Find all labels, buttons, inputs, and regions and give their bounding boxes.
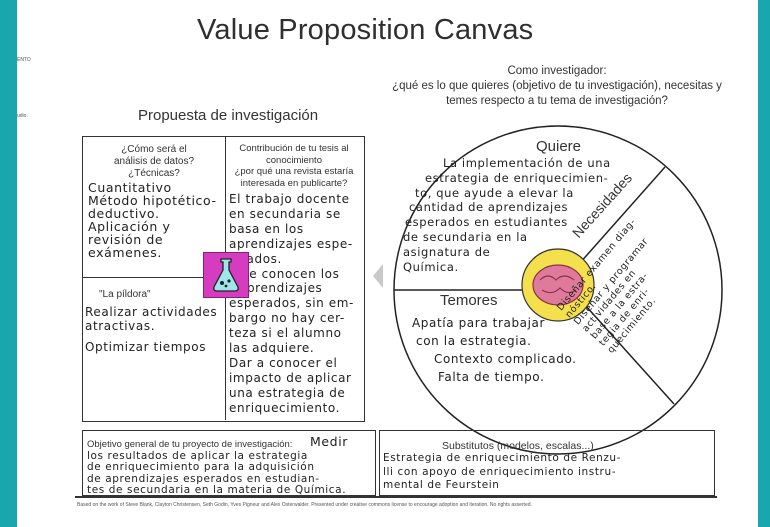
analysis-q1: ¿Cómo será el <box>121 144 187 155</box>
objective-answer-first: Medir <box>310 434 349 449</box>
temores-answer-line: con la estrategia. <box>416 334 532 348</box>
quiere-answer-line: estrategia de enriquecimien- <box>425 170 609 185</box>
analysis-answer-line: Método hipotético- <box>88 193 217 208</box>
page-title: Value Proposition Canvas <box>197 14 534 46</box>
right-heading-line2: ¿qué es lo que quieres (objetivo de tu i… <box>392 80 722 92</box>
analysis-answer-line: revisión de <box>88 232 164 247</box>
pill-answer-line: Realizar actividades <box>85 305 218 319</box>
analysis-answer-line: Aplicación y <box>88 219 171 234</box>
objective-answer-line: tes de secundaria en la materia de Quími… <box>87 483 347 496</box>
analysis-answer-line: deductivo. <box>88 206 160 221</box>
temores-answer-line: Contexto complicado. <box>434 352 577 366</box>
objective-answer-line: los resultados de aplicar la estrategia <box>87 450 308 462</box>
analysis-answer: Cuantitativo Método hipotético- deductiv… <box>88 181 217 259</box>
contribution-answer-line: en secundaria se <box>229 206 341 221</box>
flask-icon <box>203 252 249 298</box>
quiere-answer-line: cantidad de aprendizajes <box>409 200 569 215</box>
quiere-answer-line: to, que ayude a elevar la <box>415 185 574 200</box>
temores-label: Temores <box>440 292 498 309</box>
contribution-answer-line: impacto de aplicar <box>229 370 352 385</box>
analysis-q2: análisis de datos? <box>113 156 195 167</box>
objective-answer-line: de enriquecimiento para la adquisición <box>87 461 315 474</box>
analysis-answer-line: exámenes. <box>88 245 162 260</box>
substitutes-box <box>379 430 715 496</box>
footer-rule <box>75 496 717 498</box>
contribution-answer-line: aprendizajes espe- <box>229 236 353 251</box>
temores-answer-line: Falta de tiempo. <box>438 370 545 384</box>
substitutes-answer-line: Estrategia de enriquecimiento de Renzu- <box>383 452 622 464</box>
proposal-grid <box>82 136 365 422</box>
canvas-page: ENTO udio. Value Proposition Canvas Prop… <box>17 0 758 527</box>
edge-fragment-b: udio. <box>17 113 28 119</box>
quiere-answer-line: asignatura de <box>403 244 491 259</box>
substitutes-answer: Estrategia de enriquecimiento de Renzu- … <box>383 452 621 493</box>
objective-box <box>82 430 376 496</box>
contribution-q4: interesada en publicarte? <box>240 177 348 189</box>
footer-credit: Based on the work of Steve Blank, Clayto… <box>77 502 532 508</box>
substitutes-answer-line: lli con apoyo de enriquecimiento instru- <box>383 465 617 478</box>
temores-answer: Apatía para trabajar con la estrategia. … <box>412 314 577 386</box>
quiere-answer: La implementación de una estrategia de e… <box>403 156 611 274</box>
objective-label: Objetivo general de tu proyecto de inves… <box>87 439 293 450</box>
quiere-answer-line: esperados en estudiantes <box>405 215 568 230</box>
analysis-question: ¿Cómo será el análisis de datos? ¿Técnic… <box>87 144 221 180</box>
contribution-answer-line: las adquiere. <box>229 341 315 356</box>
quiere-answer-line: La implementación de una <box>443 156 611 170</box>
contribution-q2: conocimiento <box>266 154 322 166</box>
pill-answer-line: atractivas. <box>85 318 156 333</box>
left-heading: Propuesta de investigación <box>138 107 319 124</box>
contribution-answer-line: Se conocen los <box>241 266 340 281</box>
edge-fragment-a: ENTO <box>17 57 31 63</box>
contribution-answer-line: basa en los <box>229 221 304 236</box>
quiere-answer-line: de secundaria en la <box>403 229 528 244</box>
analysis-q3: ¿Técnicas? <box>128 168 180 179</box>
triangle-arrow-icon <box>373 264 383 288</box>
contribution-answer-line: esperados, sin em- <box>229 296 354 311</box>
pill-answer: Realizar actividades atractivas. Optimiz… <box>85 305 218 355</box>
substitutes-answer-line: mental de Feurstein <box>383 479 500 491</box>
pill-label: "La píldora" <box>99 289 151 300</box>
contribution-answer-line: bargo no hay cer- <box>229 311 345 326</box>
substitutes-label: Substitutos (modelos, escalas...) <box>442 440 594 452</box>
contribution-answer-line: teza si el alumno <box>229 326 342 341</box>
contribution-q3: ¿por qué una revista estaría <box>234 166 354 177</box>
right-heading-line3: temes respecto a tu tema de investigació… <box>446 95 668 107</box>
contribution-answer-line: aprendizajes <box>239 281 323 296</box>
contribution-question: Contribución de tu tesis al conocimiento… <box>229 143 359 189</box>
contribution-answer-line: Dar a conocer el <box>229 355 338 370</box>
contribution-answer: El trabajo docente en secundaria se basa… <box>229 192 354 416</box>
value-circle <box>393 125 723 455</box>
quiere-answer-line: Química. <box>403 259 459 274</box>
contribution-answer-line: una estrategia de <box>229 385 346 400</box>
contribution-answer-line: enriquecimiento. <box>229 400 341 415</box>
right-heading-line1: Como investigador: <box>507 65 607 77</box>
right-heading: Como investigador: ¿qué es lo que quiere… <box>357 64 757 109</box>
pill-answer-line: Optimizar tiempos <box>85 340 207 354</box>
temores-answer-line: Apatía para trabajar <box>412 316 546 330</box>
contribution-q1: Contribución de tu tesis al <box>239 143 349 154</box>
quiere-label: Quiere <box>536 138 582 155</box>
contribution-answer-line: rados. <box>241 251 282 266</box>
grid-divider-h <box>82 277 226 278</box>
objective-answer: los resultados de aplicar la estrategia … <box>87 450 347 496</box>
contribution-answer-line: El trabajo docente <box>229 192 350 206</box>
objective-answer-line: de aprendizajes esperados en estudian- <box>87 472 320 485</box>
analysis-answer-line: Cuantitativo <box>88 180 172 195</box>
